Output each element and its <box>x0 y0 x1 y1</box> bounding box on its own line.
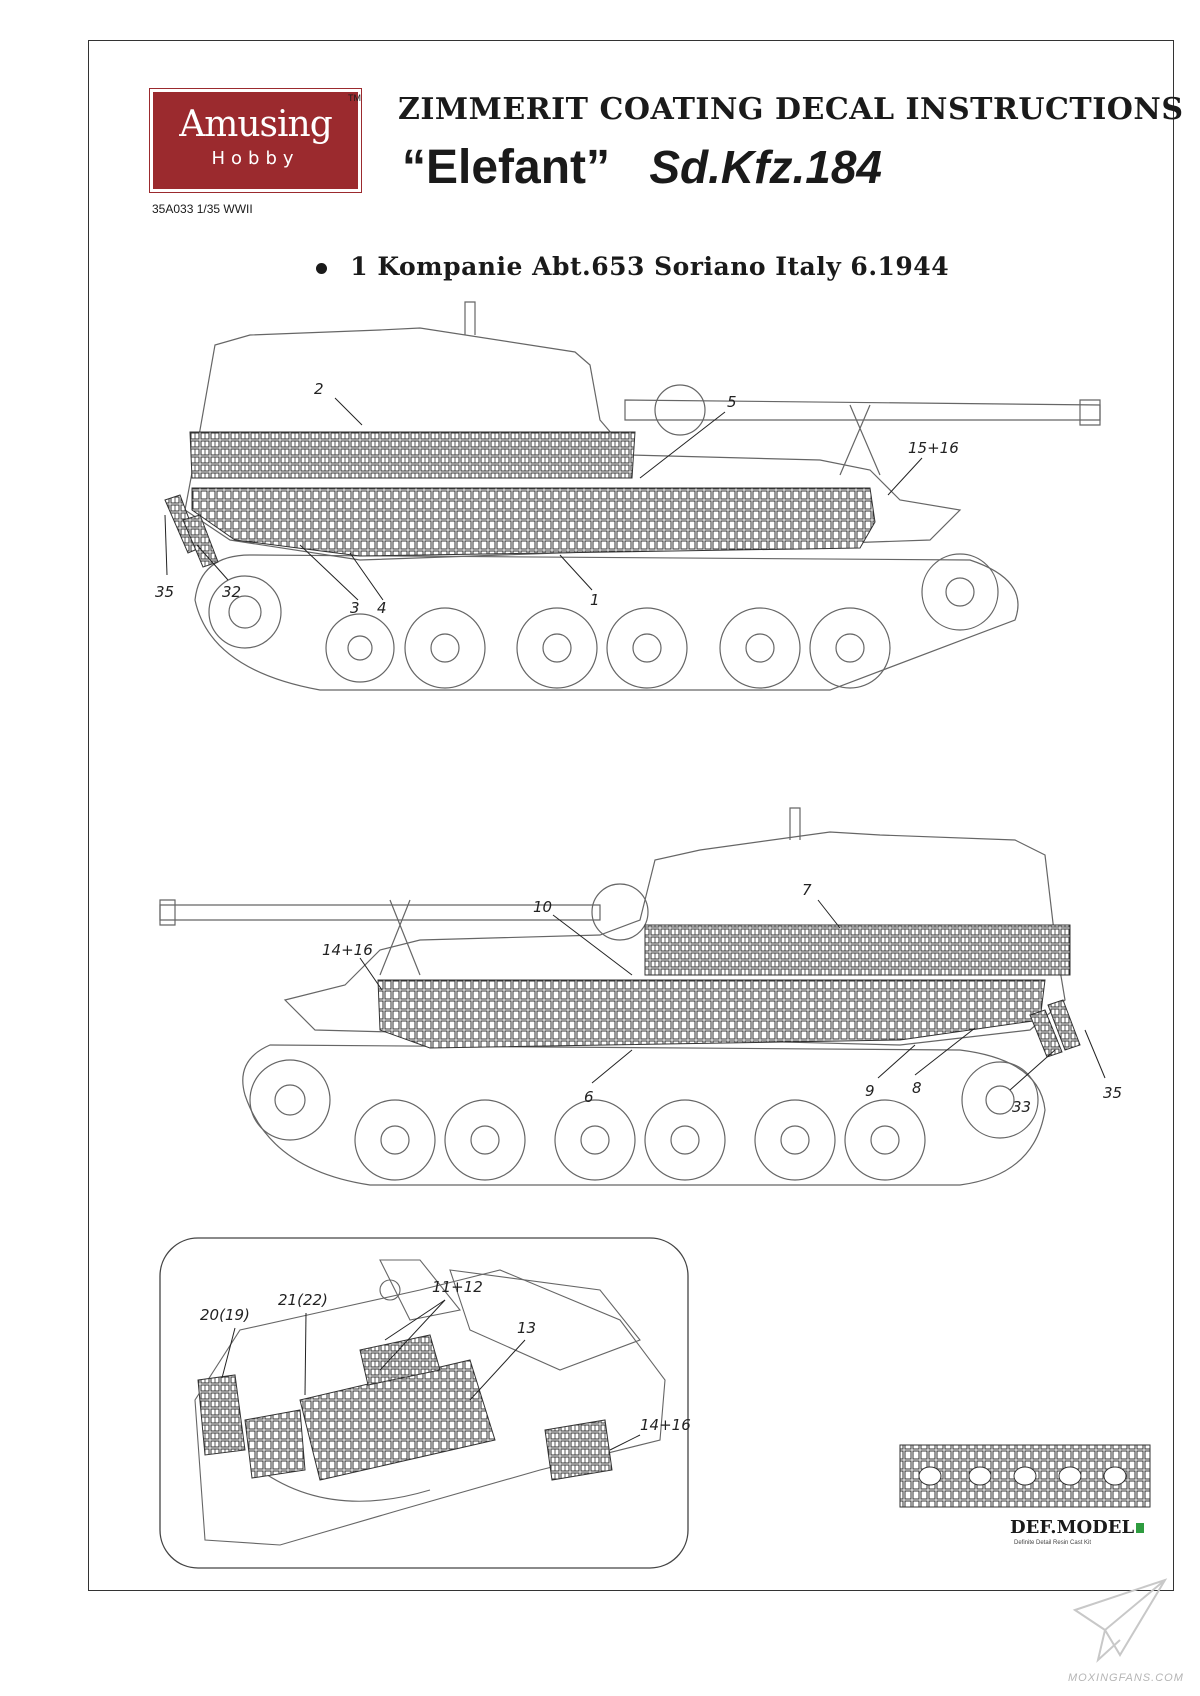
defmodel-tagline: Definite Detail Resin Cast Kit <box>1014 1540 1092 1546</box>
zimmerit-panels-detail <box>197 1334 613 1481</box>
defmodel-name: DEF.MODEL <box>1010 1517 1135 1538</box>
logo-main-text: Amusing <box>179 104 333 145</box>
callout-lines-right <box>359 899 1106 1091</box>
callout-label: 14+16 <box>640 1416 691 1434</box>
callout-label: 9 <box>865 1082 875 1100</box>
zimmerit-panels-left <box>164 431 876 568</box>
zimmerit-panels-right <box>377 924 1081 1058</box>
kit-code: 35A033 1/35 WWII <box>152 202 253 216</box>
callout-label: 32 <box>222 583 241 601</box>
callout-label: 21(22) <box>278 1291 328 1309</box>
site-watermark: MOXINGFANS.COM <box>1068 1672 1184 1684</box>
model-designation: Sd.Kfz.184 <box>649 141 883 193</box>
callout-lines-detail <box>221 1299 641 1451</box>
callout-label: 3 <box>350 599 360 617</box>
callout-label: 33 <box>1012 1098 1031 1116</box>
callout-label: 35 <box>1103 1084 1122 1102</box>
callout-label: 1 <box>590 591 600 609</box>
callout-labels-left: 2 5 15+16 35 32 3 4 1 <box>155 380 959 617</box>
callout-label: 20(19) <box>200 1306 250 1324</box>
paper-plane-icon <box>1072 1578 1168 1663</box>
callout-labels-detail: 20(19) 21(22) 11+12 13 14+16 <box>200 1278 691 1434</box>
marking-option: 1 Kompanie Abt.653 Soriano Italy 6.1944 <box>316 252 949 281</box>
bullet-icon <box>316 263 327 274</box>
callout-label: 10 <box>533 898 552 916</box>
defmodel-green-mark <box>1136 1523 1145 1533</box>
detail-view <box>194 1259 666 1546</box>
model-title: “Elefant” Sd.Kfz.184 <box>402 140 882 195</box>
callout-label: 5 <box>727 393 737 411</box>
model-name: “Elefant” <box>402 141 611 194</box>
callout-label: 14+16 <box>322 941 373 959</box>
callout-lines-left <box>164 397 923 601</box>
callout-labels-right: 10 7 14+16 6 9 8 33 35 <box>322 881 1122 1116</box>
marking-text: 1 Kompanie Abt.653 Soriano Italy 6.1944 <box>350 252 950 281</box>
defmodel-logo: DEF.MODEL <box>1010 1517 1145 1538</box>
callout-label: 8 <box>912 1079 922 1097</box>
zimmerit-sample-swatch <box>899 1444 1151 1508</box>
callout-label: 13 <box>517 1319 536 1337</box>
callout-label: 6 <box>584 1088 594 1106</box>
trademark-mark: TM <box>348 93 361 103</box>
callout-label: 15+16 <box>908 439 959 457</box>
callout-label: 4 <box>377 599 387 617</box>
callout-label: 11+12 <box>432 1278 483 1296</box>
page-border <box>88 40 1174 1591</box>
logo-sub-text: Hobby <box>211 148 300 169</box>
callout-label: 35 <box>155 583 174 601</box>
callout-label: 7 <box>802 881 812 899</box>
tank-right-view <box>159 807 1066 1186</box>
instructions-title: ZIMMERIT COATING DECAL INSTRUCTIONS <box>398 92 1184 127</box>
amusing-hobby-logo: Amusing Hobby <box>149 88 362 193</box>
callout-label: 2 <box>314 380 324 398</box>
